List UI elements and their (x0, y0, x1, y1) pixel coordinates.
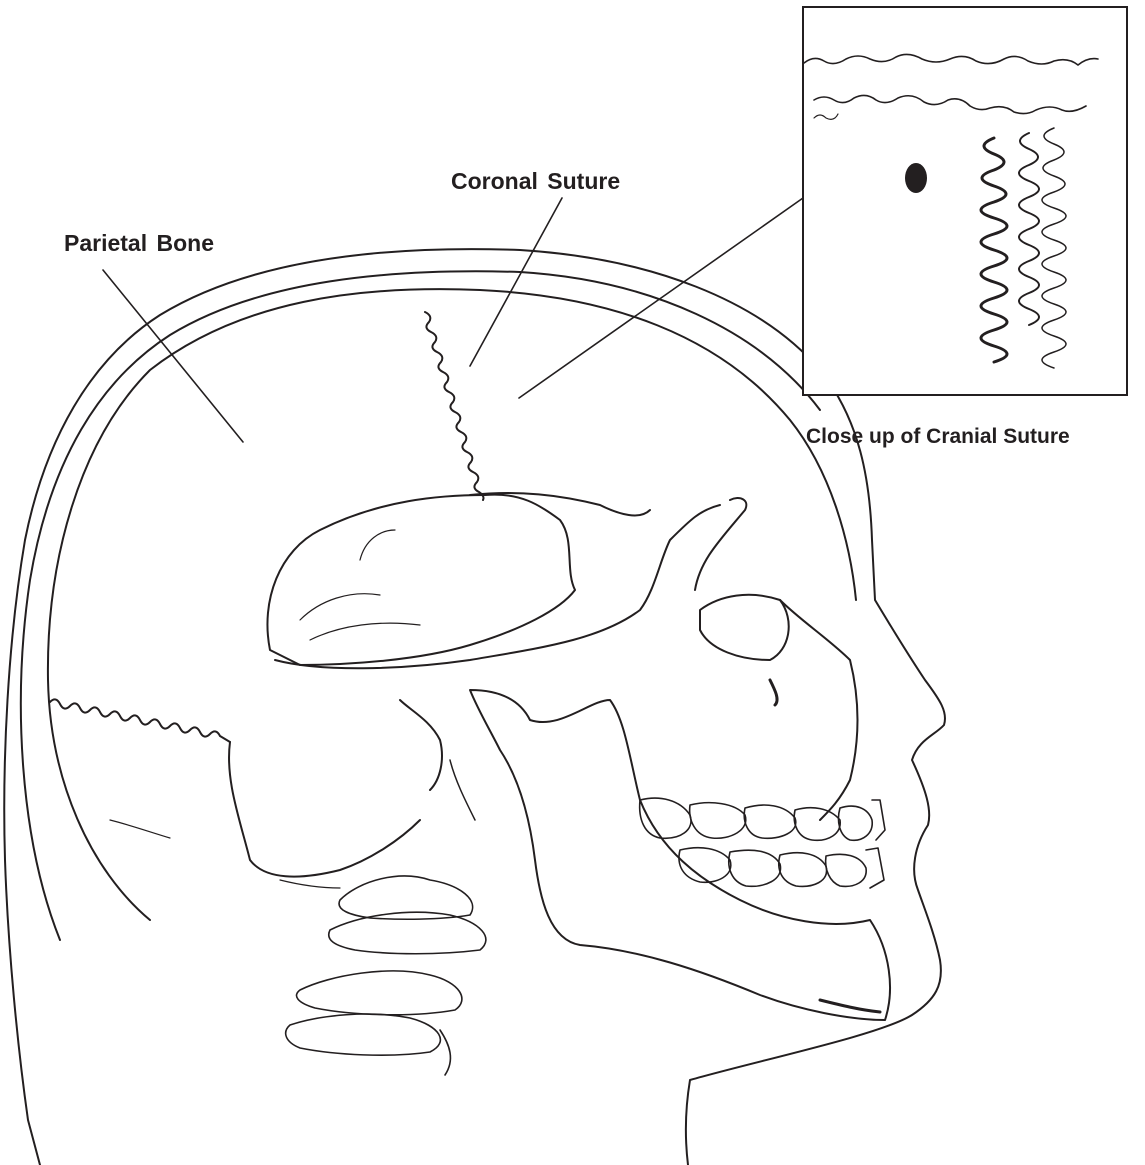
zygomatic-arch (275, 505, 720, 668)
coronal-leader-line (470, 198, 562, 366)
maxilla (780, 600, 858, 820)
lambdoid-suture-line (50, 699, 230, 742)
coronal-suture-label: Coronal Suture (451, 170, 620, 193)
suture-zigzag-light (1042, 128, 1066, 368)
cranial-suture-closeup (804, 8, 1126, 394)
skull-vault (48, 289, 856, 920)
parietal-bone-label: Parietal Bone (64, 232, 214, 255)
upper-teeth (640, 798, 885, 840)
dark-spot (905, 163, 927, 193)
lower-margin-line (814, 95, 1086, 113)
temporal-bone (267, 495, 575, 665)
skull-outer-rim (21, 271, 820, 940)
upper-margin-line (804, 54, 1098, 65)
lower-teeth (679, 848, 884, 888)
occipital-region (229, 742, 420, 877)
coronal-suture-line (425, 312, 484, 500)
suture-zigzag-dark (981, 138, 1007, 362)
closeup-inset (802, 6, 1128, 396)
cervical-vertebrae (286, 876, 486, 1075)
closeup-caption: Close up of Cranial Suture (806, 426, 1070, 447)
parietal-leader-line (103, 270, 243, 442)
orbit (700, 595, 789, 660)
